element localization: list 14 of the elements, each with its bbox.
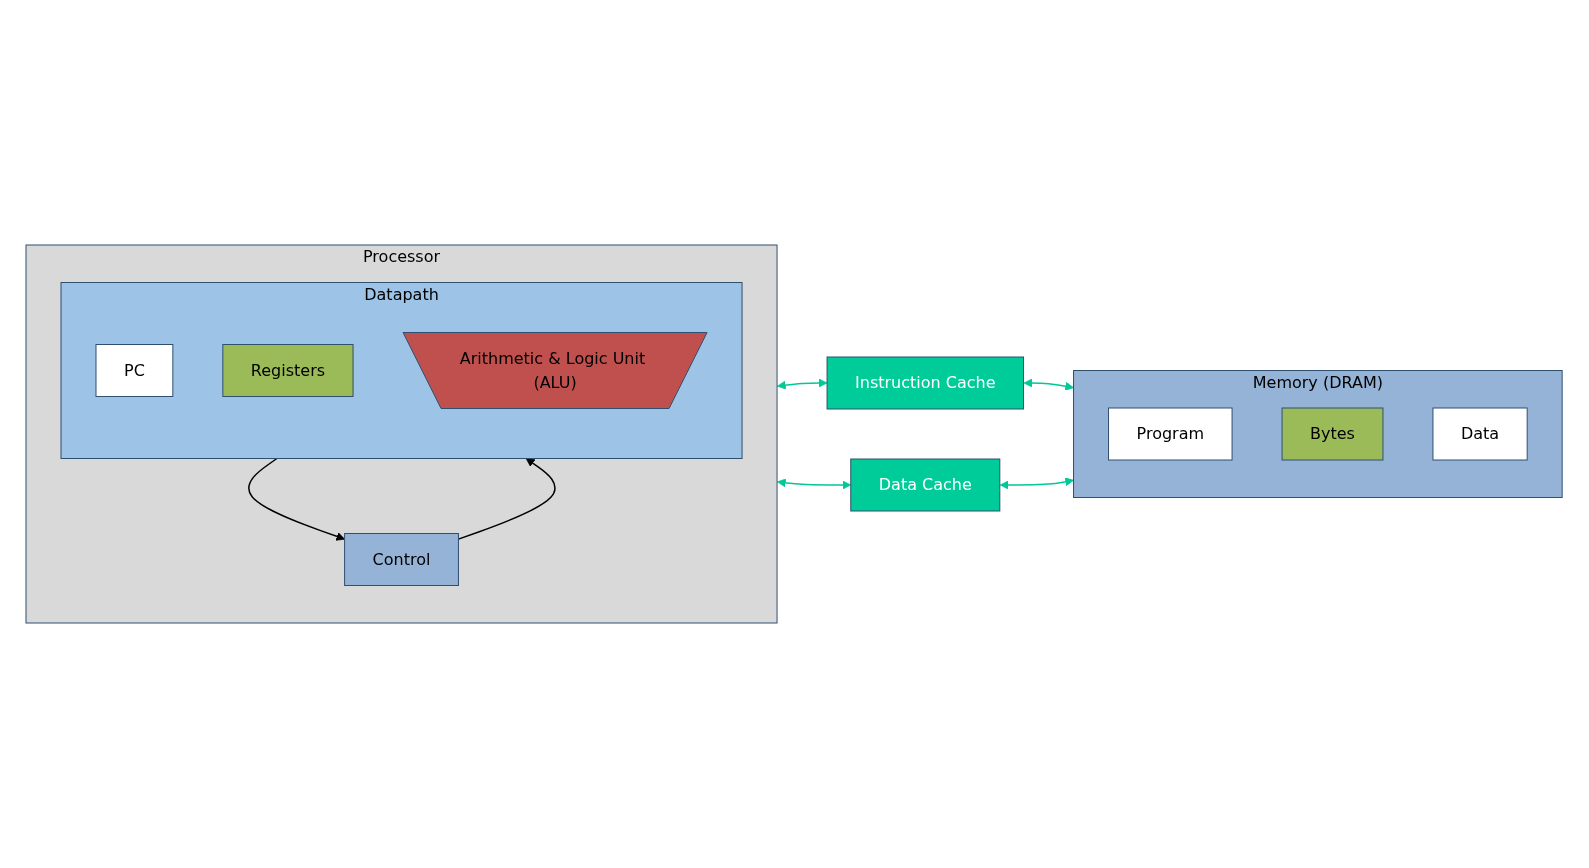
node-box: Instruction Cache xyxy=(826,356,1025,410)
arrow xyxy=(777,378,828,390)
arrow xyxy=(777,478,852,490)
arrow xyxy=(1023,378,1075,391)
arrow xyxy=(1000,477,1075,490)
arrow xyxy=(248,457,346,541)
node-box: Program xyxy=(1108,407,1233,461)
node-box: Data xyxy=(1432,407,1529,461)
node-box: PC xyxy=(95,344,174,397)
node-box: Registers xyxy=(222,344,354,397)
arrow xyxy=(458,458,557,540)
node-box: Control xyxy=(344,533,460,586)
node-box: Bytes xyxy=(1281,407,1384,461)
node-box: Data Cache xyxy=(850,458,1001,512)
